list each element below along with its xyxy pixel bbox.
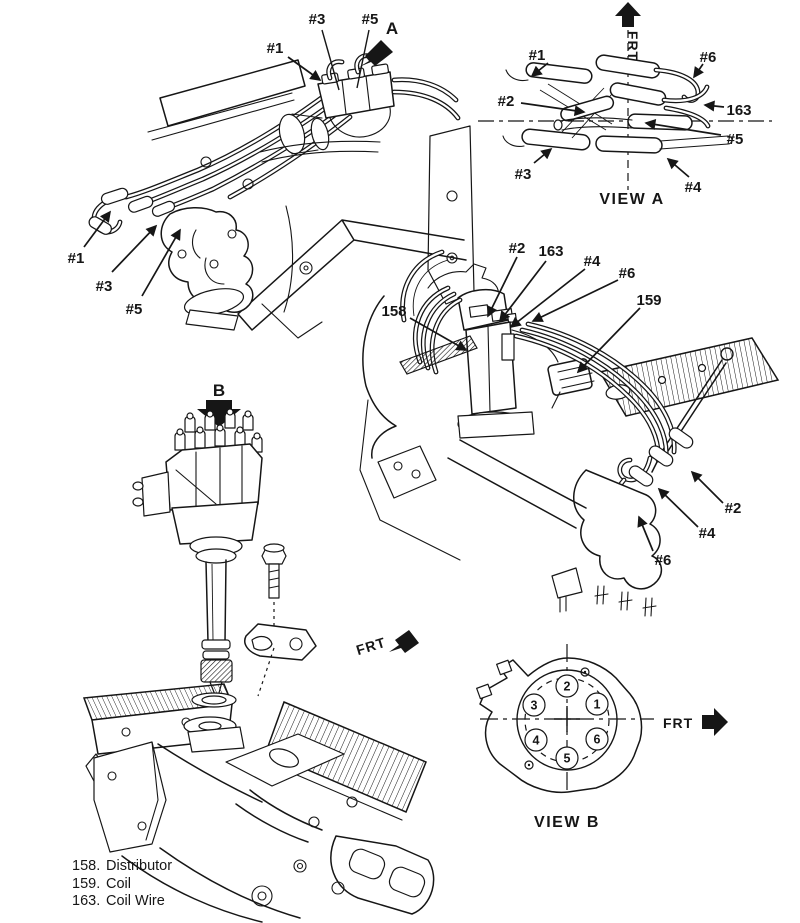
- callout-plug2-bottom: #2: [725, 500, 742, 517]
- view-b-title: VIEW B: [534, 814, 600, 831]
- callout-plug1-top: #1: [267, 40, 284, 57]
- terminal-1: 1: [594, 698, 601, 712]
- distributor-frt-arrow-icon: [389, 630, 419, 653]
- terminal-4: 4: [533, 734, 540, 748]
- engine-front-view-callouts: #1 #3 #5 A #1 #3 #5: [68, 11, 398, 318]
- detail-b-arrow-icon: [197, 400, 241, 427]
- view-b-art: [476, 644, 728, 794]
- view-a-callout-coil-wire: 163: [726, 102, 751, 119]
- callout-plug2-top: #2: [509, 240, 526, 257]
- legend-item-159-number: 159.: [72, 876, 100, 892]
- distributor-removal-art: [82, 400, 435, 923]
- view-a-callout-5: #5: [727, 131, 744, 148]
- view-a-frt-label: FRT: [625, 31, 641, 61]
- callout-distributor: 158: [381, 303, 406, 320]
- legend-item-158-label: Distributor: [106, 858, 172, 874]
- terminal-6: 6: [594, 733, 601, 747]
- detail-a-arrow-icon: [359, 40, 393, 67]
- terminal-5: 5: [564, 752, 571, 766]
- callout-plug4-top: #4: [584, 253, 601, 270]
- engine-side-view-callouts: 158 #2 163 #4 #6 159 #2 #4 #6: [381, 240, 741, 569]
- view-b-frt-arrow-icon: [702, 708, 728, 736]
- legend-item-158-number: 158.: [72, 858, 100, 874]
- detail-b-marker: B: [213, 381, 225, 400]
- callout-plug6-bottom: #6: [655, 552, 672, 569]
- view-b-labels: 2 3 1 4 6 5 FRT VIEW B: [531, 680, 693, 832]
- callout-plug3-top: #3: [309, 11, 326, 28]
- view-a-callout-2: #2: [498, 93, 515, 110]
- callout-plug5-top: #5: [362, 11, 379, 28]
- view-a-callout-4: #4: [685, 179, 702, 196]
- callout-plug6-top: #6: [619, 265, 636, 282]
- terminal-3: 3: [531, 699, 538, 713]
- callout-plug1-left: #1: [68, 250, 85, 267]
- legend-item-163-label: Coil Wire: [106, 893, 165, 909]
- view-a-callout-3: #3: [515, 166, 532, 183]
- callout-plug4-bottom: #4: [699, 525, 716, 542]
- terminal-2: 2: [564, 680, 571, 694]
- view-a-callouts: FRT #1 #6 #2 163 #5 #3 #4 VIEW A: [498, 31, 752, 208]
- view-a-callout-1: #1: [529, 47, 546, 64]
- legend-item-163-number: 163.: [72, 893, 100, 909]
- legend-item-159-label: Coil: [106, 876, 131, 892]
- view-b-frt-label: FRT: [663, 715, 693, 731]
- view-a-frt-arrow-icon: [615, 2, 641, 27]
- view-a-callout-6: #6: [700, 49, 717, 66]
- callout-plug3-left: #3: [96, 278, 113, 295]
- callout-coil-wire: 163: [538, 243, 563, 260]
- legend: 158. Distributor 159. Coil 163. Coil Wir…: [72, 858, 172, 909]
- callout-coil: 159: [636, 292, 661, 309]
- callout-plug5-left: #5: [126, 301, 143, 318]
- detail-a-marker: A: [386, 19, 398, 38]
- view-a-art: [478, 2, 772, 190]
- view-a-title: VIEW A: [599, 191, 664, 208]
- engine-front-view-art: [88, 53, 475, 339]
